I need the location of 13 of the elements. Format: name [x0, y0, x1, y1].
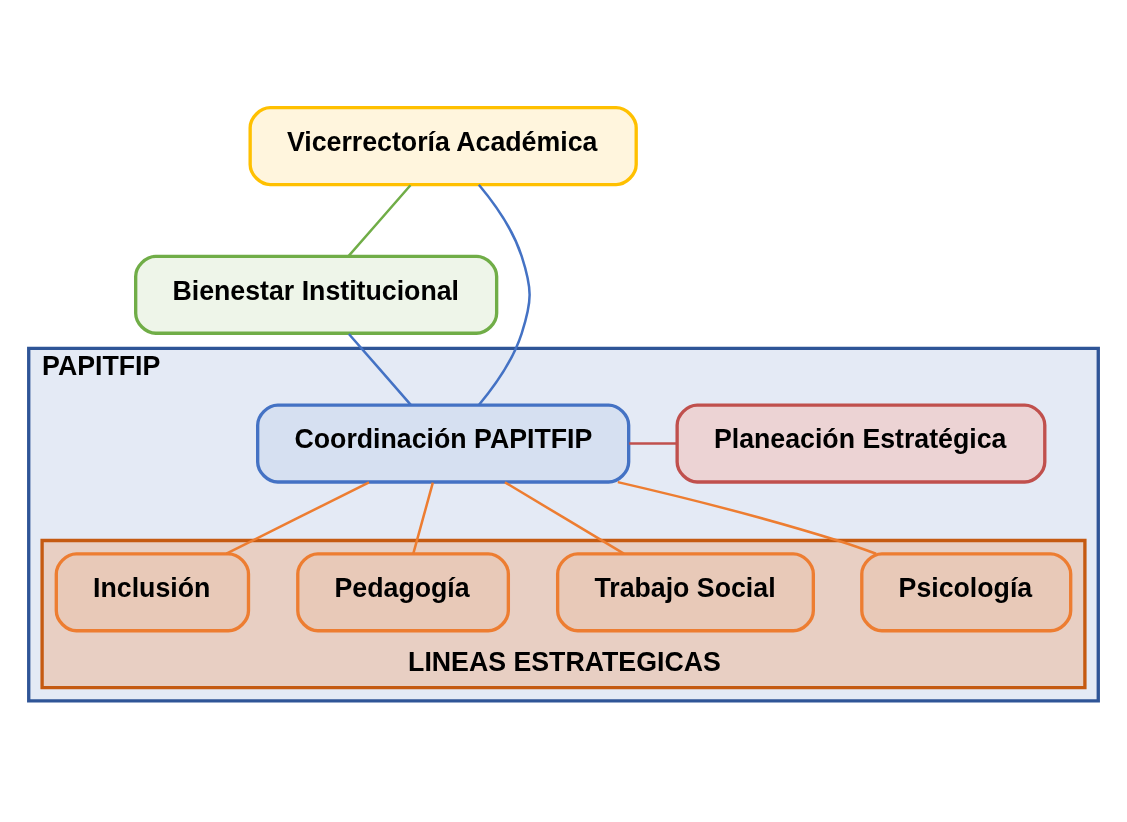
connector: [347, 184, 412, 258]
node-box: Vicerrectoría Académica: [248, 106, 638, 187]
node-box: Pedagogía: [296, 552, 511, 633]
node-box: Coordinación PAPITFIP: [256, 403, 631, 484]
node-box: Psicología: [860, 552, 1073, 633]
node-box: Trabajo Social: [556, 552, 815, 633]
connector: [617, 480, 877, 555]
node-box: Bienestar Institucional: [134, 254, 499, 335]
node-box: Inclusión: [54, 552, 251, 633]
connector: [347, 333, 412, 406]
node-box: Planeación Estratégica: [675, 403, 1047, 484]
connector: [629, 442, 677, 445]
connector: [477, 183, 531, 406]
